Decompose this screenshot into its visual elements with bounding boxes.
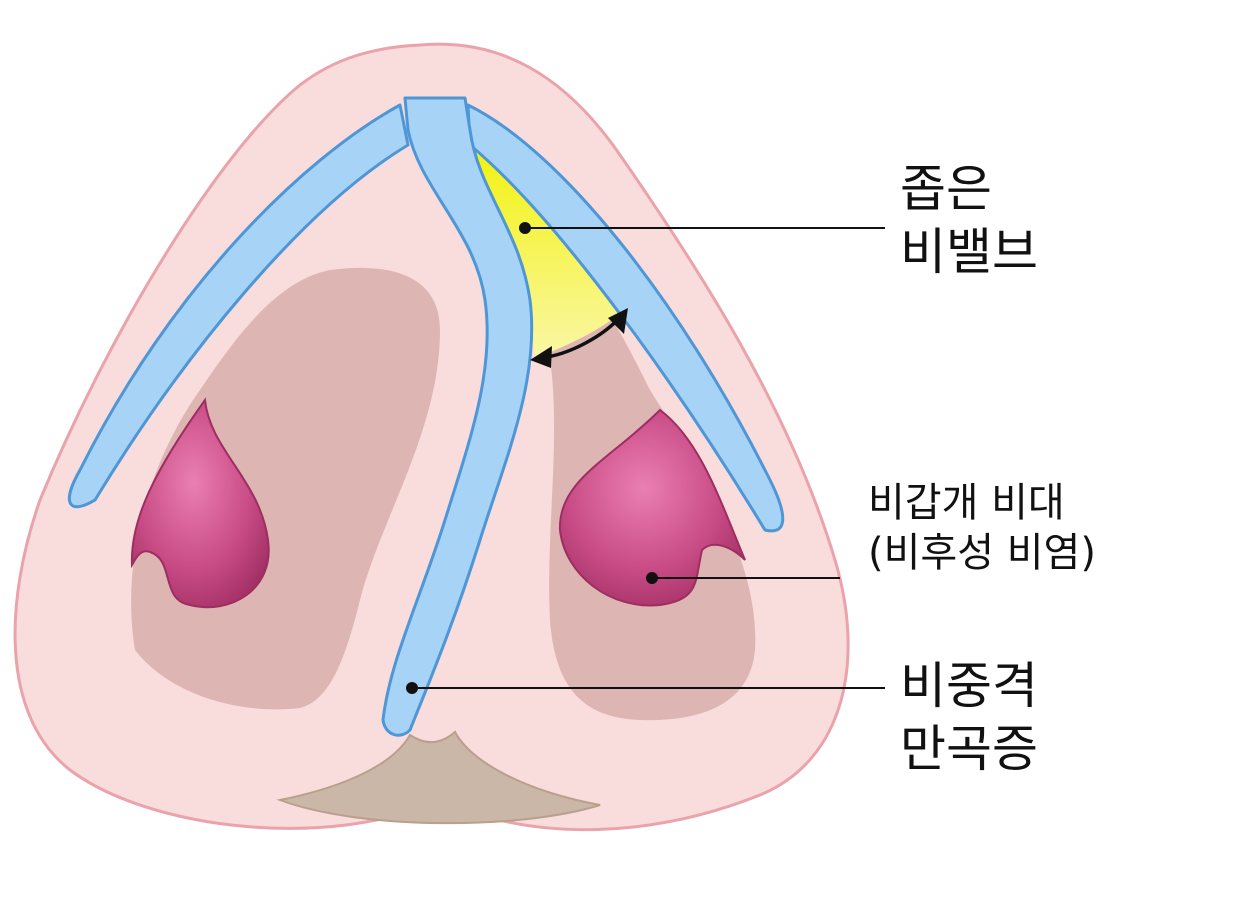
label-deviated-septum: 비중격 만곡증	[900, 655, 1038, 780]
valve-arrow-head-left	[530, 346, 552, 368]
leader-turbinate	[646, 572, 840, 584]
leader-septum	[406, 682, 885, 694]
nasal-valve-highlight	[470, 140, 625, 358]
label-narrow-nasal-valve-line2: 비밸브	[900, 222, 1038, 281]
label-septum-line2: 만곡증	[900, 719, 1038, 778]
label-turbinate-hypertrophy: 비갑개 비대 (비후성 비염)	[868, 478, 1096, 578]
left-turbinate	[130, 397, 270, 609]
label-turbinate-line2: (비후성 비염)	[868, 530, 1096, 576]
columella-base	[276, 730, 601, 825]
left-lateral-cartilage	[67, 103, 410, 509]
label-septum-line1: 비중격	[900, 657, 1038, 715]
valve-arrow-head-right	[608, 308, 628, 334]
right-turbinate	[558, 408, 746, 607]
label-turbinate-line1: 비갑개 비대	[868, 480, 1065, 526]
leader-valve	[519, 222, 885, 234]
deviated-septum	[381, 96, 534, 737]
label-narrow-nasal-valve-line1: 좁은	[900, 160, 992, 218]
label-narrow-nasal-valve: 좁은 비밸브	[900, 158, 1038, 283]
